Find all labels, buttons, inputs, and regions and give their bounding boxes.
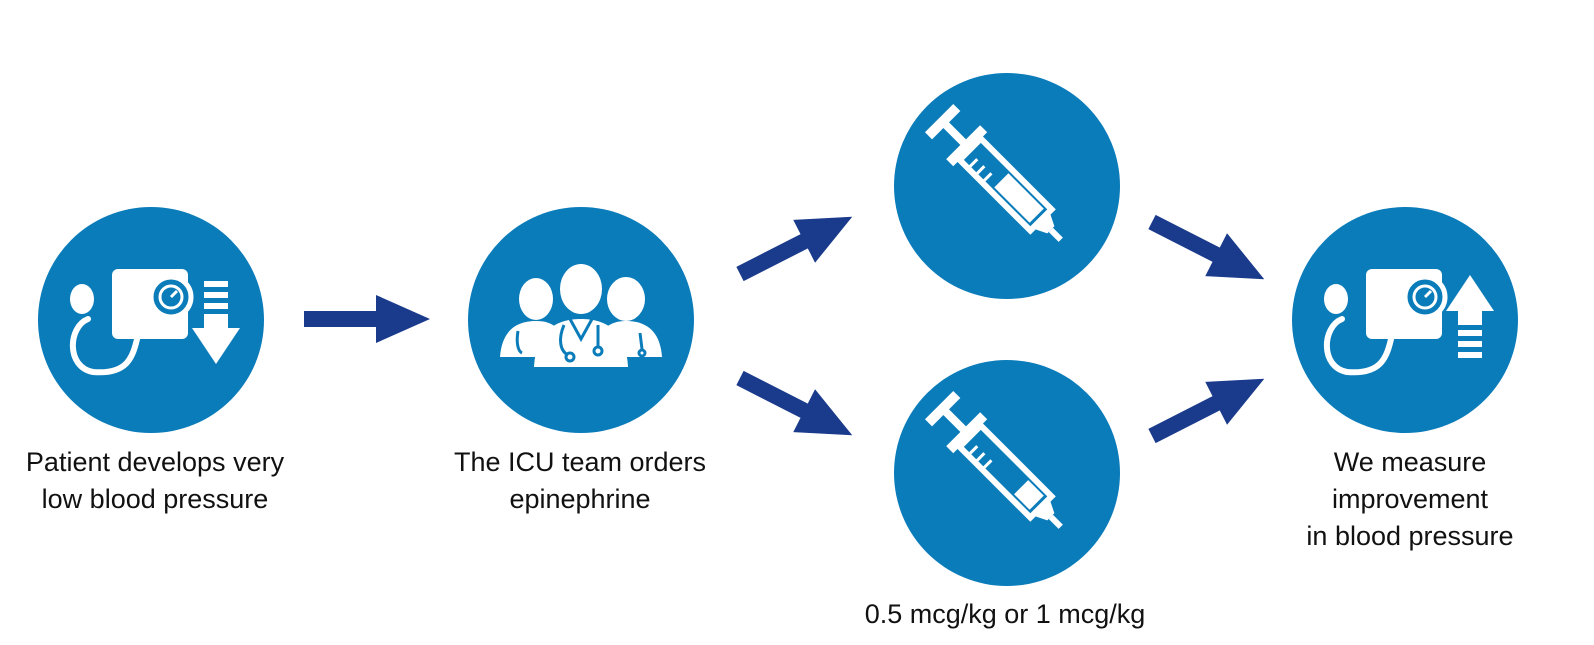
arrow-dose-b-to-result [1148,378,1265,444]
step-dose-b [894,360,1120,586]
label-low-bp: Patient develops very low blood pressure [25,447,285,514]
arrow-dose-a-to-result [1148,214,1265,280]
medical-team-icon [500,264,662,367]
blood-pressure-up-icon [1323,269,1494,376]
syringe-icon [924,390,1063,529]
step-icu-team [468,207,694,433]
step-low-bp [38,207,264,433]
label-improved-bp: We measure improvement in blood pressure [1306,447,1514,551]
arrow-low-bp-to-team [304,295,430,343]
label-dose: 0.5 mcg/kg or 1 mcg/kg [864,599,1146,629]
step-improved-bp [1292,207,1518,433]
label-icu-team: The ICU team orders epinephrine [453,447,707,514]
step-dose-a [894,73,1120,299]
syringe-icon [924,103,1063,242]
blood-pressure-down-icon [69,269,240,376]
arrow-team-to-dose-b [736,370,853,436]
arrow-team-to-dose-a [736,216,853,282]
